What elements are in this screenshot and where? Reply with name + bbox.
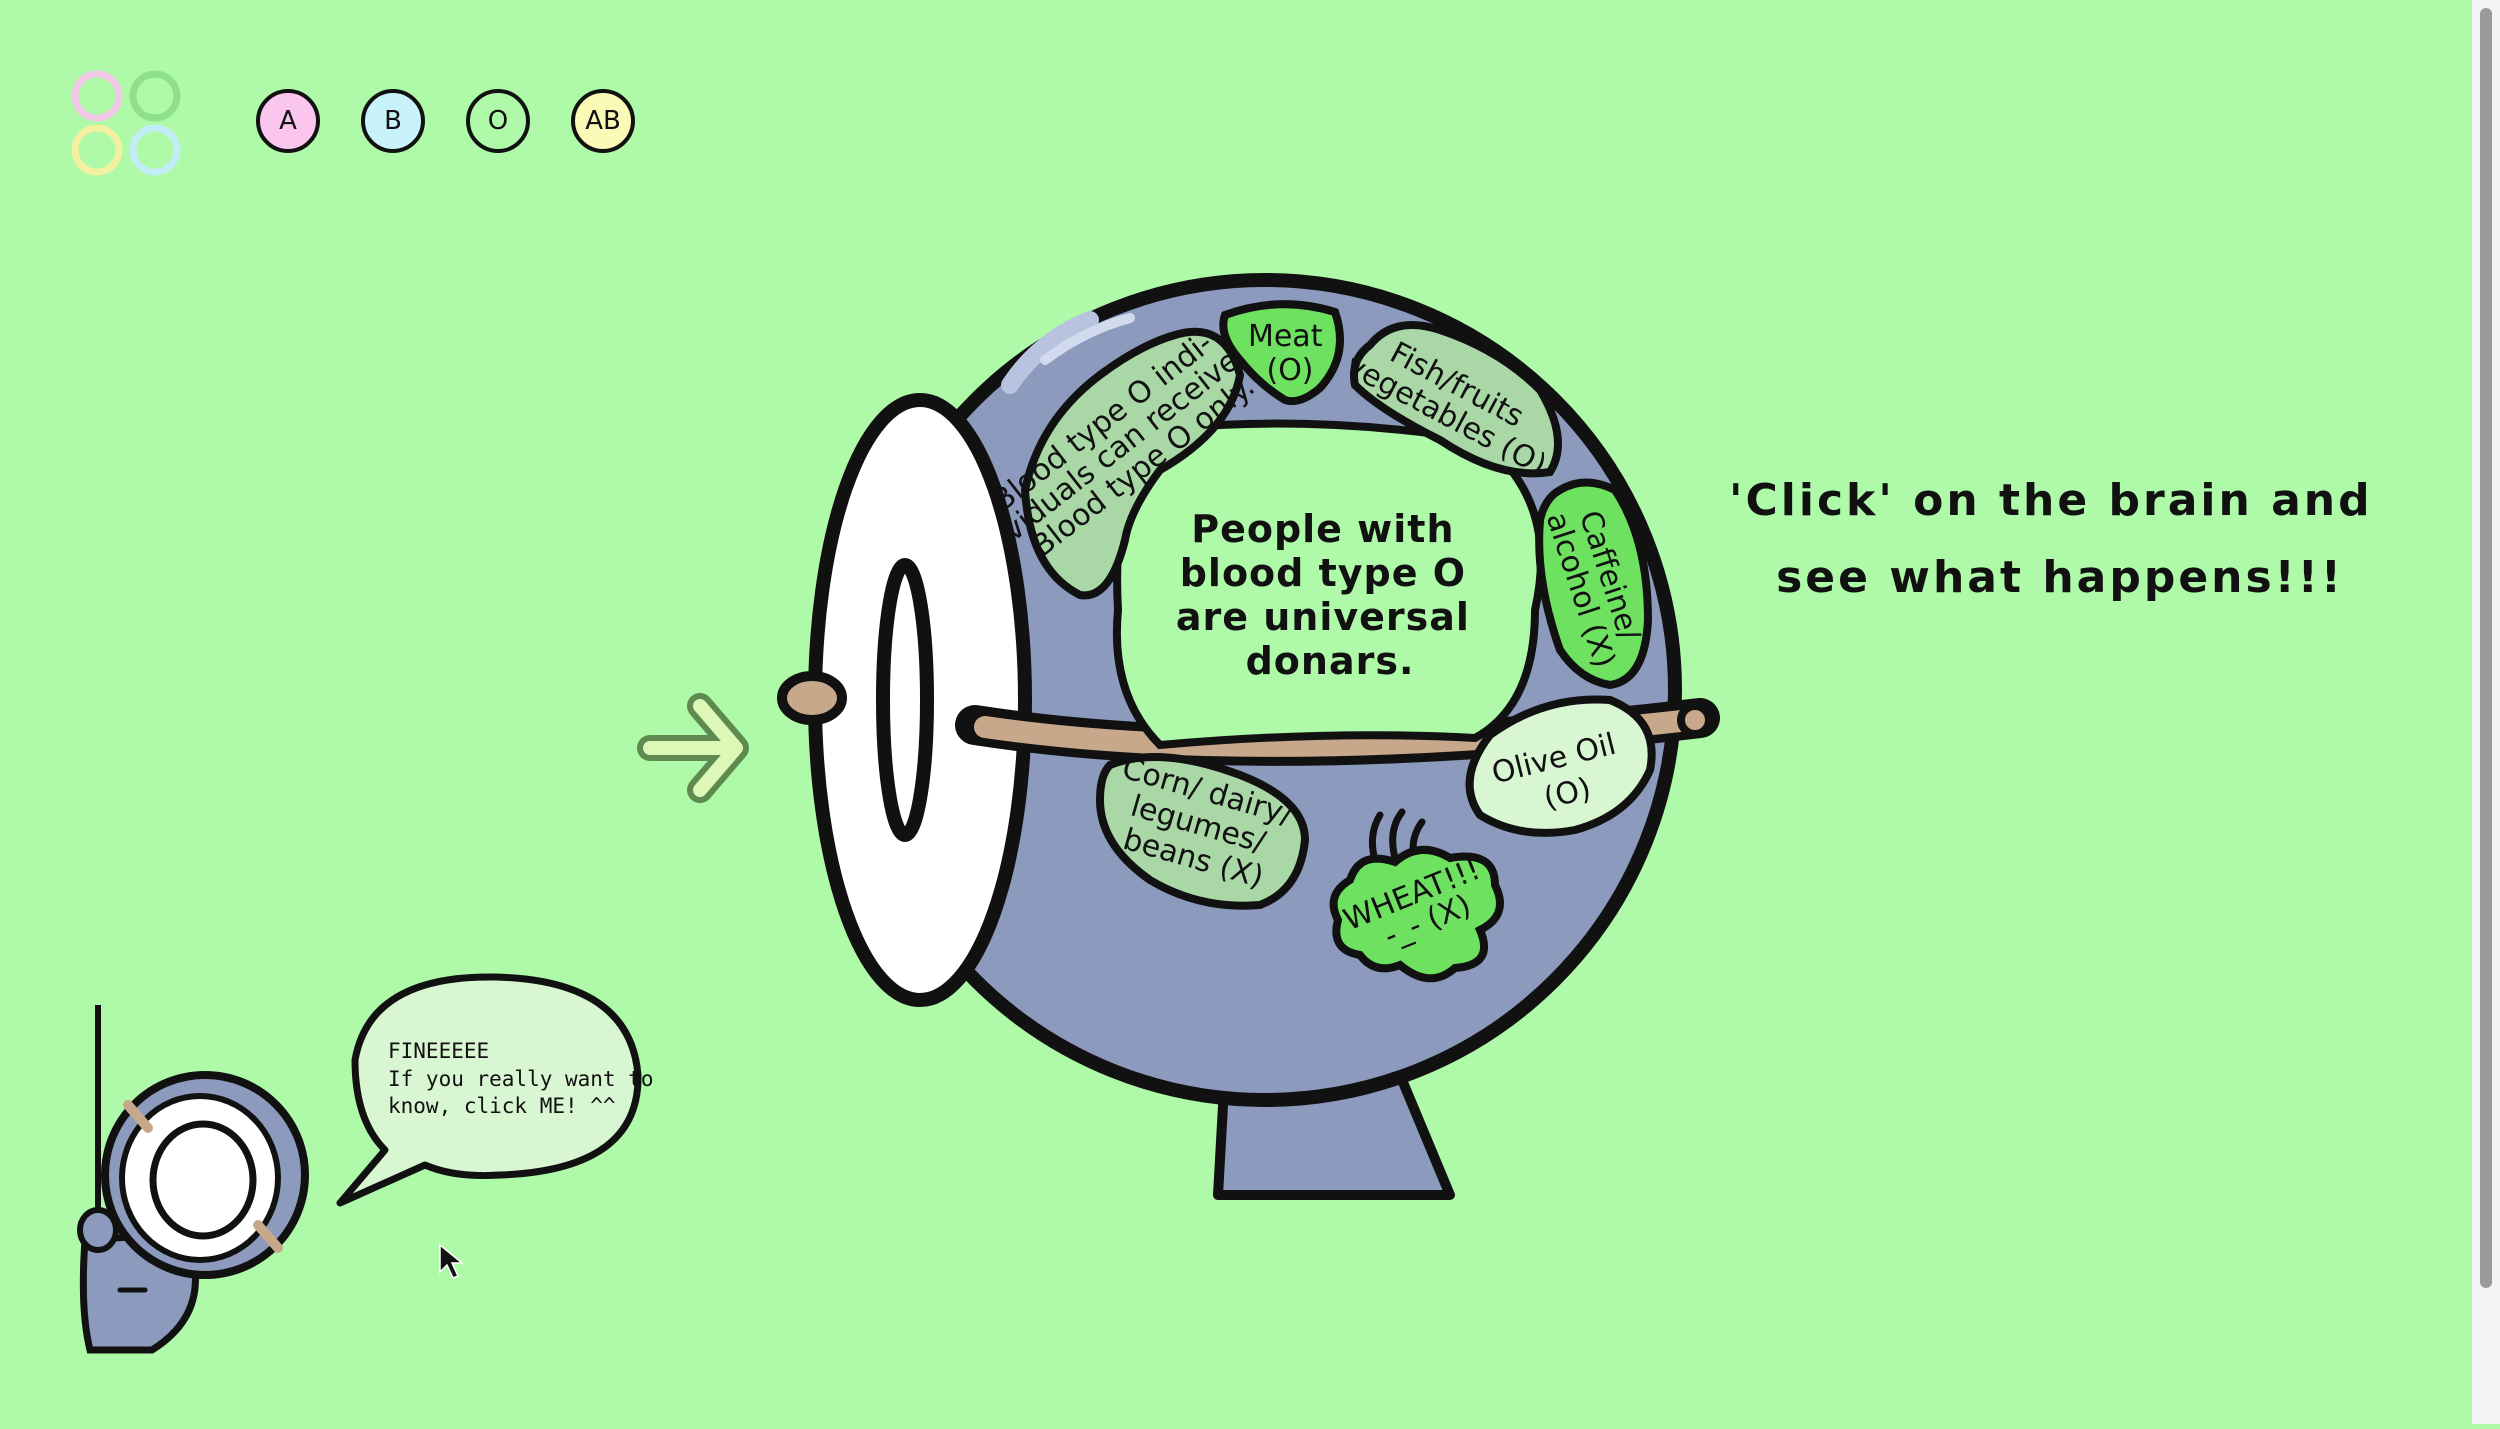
tab-label: A: [279, 106, 297, 136]
mascot-character[interactable]: [77, 1005, 309, 1354]
mouse-cursor-icon: [439, 1243, 465, 1279]
arrow-right-icon: [637, 693, 749, 803]
lobe-wheat[interactable]: WHEAT!!! -_- (X): [1329, 808, 1506, 983]
tab-blood-type-b[interactable]: B: [361, 89, 425, 153]
lobe-meat[interactable]: Meat (O): [1219, 300, 1344, 406]
tab-blood-type-o[interactable]: O: [466, 89, 530, 153]
tab-blood-type-a[interactable]: A: [256, 89, 320, 153]
logo-rings-icon[interactable]: [71, 70, 181, 176]
lobe-text: Meat (O): [1248, 319, 1332, 388]
center-lobe-text: People with blood type O are universal d…: [1176, 507, 1484, 683]
tab-label: AB: [585, 106, 621, 136]
lobe-olive-oil[interactable]: Olive Oil (O): [1465, 695, 1656, 837]
tab-label: O: [488, 106, 508, 136]
tab-blood-type-ab[interactable]: AB: [571, 89, 635, 153]
lobe-caffeine-alcohol[interactable]: Caffeine/ alcohol (X): [1535, 478, 1653, 690]
lobe-corn-dairy-legumes-beans[interactable]: Corn/ dairy/ legumes/ beans (X): [1095, 751, 1310, 910]
speech-bubble-click-me[interactable]: FINEEEEE If you really want to know, cli…: [336, 973, 666, 1207]
scrollbar[interactable]: [2472, 0, 2500, 1424]
click-brain-prompt: 'Click' on the brain and see what happen…: [1729, 475, 2391, 603]
scrollbar-thumb[interactable]: [2480, 8, 2492, 1288]
tab-label: B: [384, 106, 402, 136]
speech-bubble-text: FINEEEEE If you really want to know, cli…: [388, 1039, 666, 1118]
brain-illustration[interactable]: People with blood type O are universal d…: [777, 273, 1720, 1200]
